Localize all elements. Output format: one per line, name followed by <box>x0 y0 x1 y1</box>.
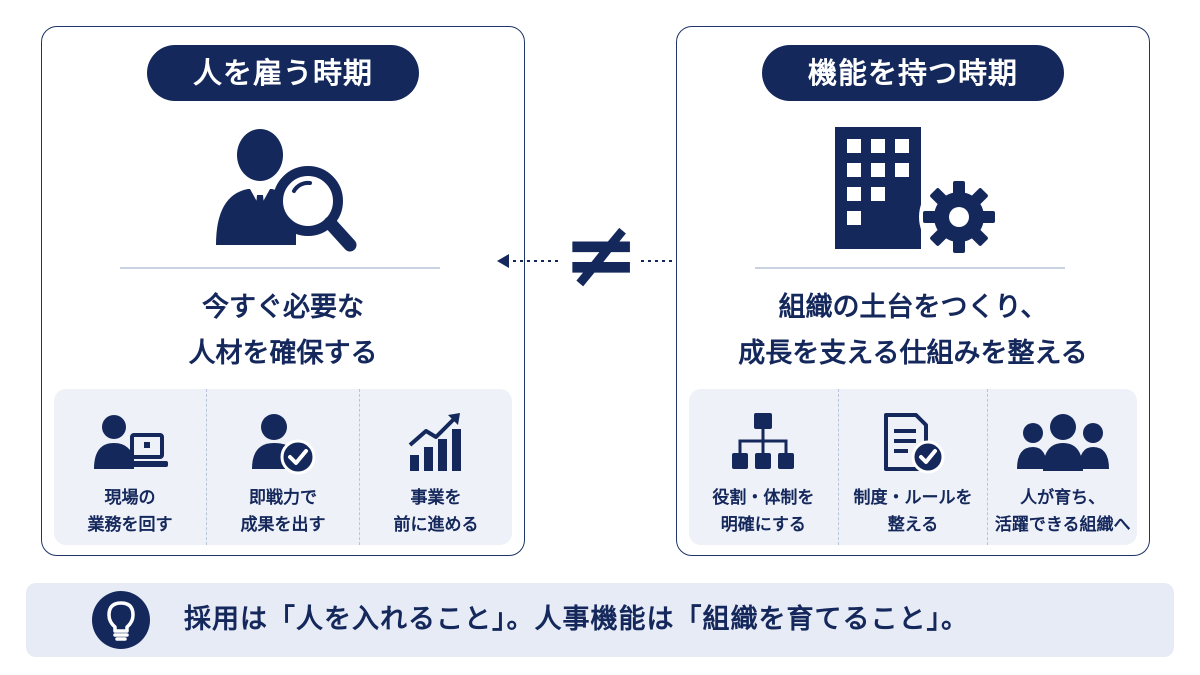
right-subitem-3-line-1: 人が育ち、 <box>1020 488 1106 508</box>
right-subitem-1-label: 役割・体制を 明確にする <box>689 485 838 539</box>
right-subitem-2: 制度・ルールを 整える <box>837 389 988 545</box>
org-chart-icon <box>728 411 798 479</box>
right-subitem-2-line-1: 制度・ルールを <box>853 488 973 508</box>
team-icon <box>1016 411 1109 479</box>
left-subitem-2-line-1: 即戦力で <box>249 488 317 508</box>
growth-chart-icon <box>406 411 466 479</box>
left-divider <box>120 267 440 269</box>
right-subitem-2-label: 制度・ルールを 整える <box>839 485 988 539</box>
worker-laptop-icon <box>92 411 168 479</box>
right-headline: 組織の土台をつくり、 成長を支える仕組みを整える <box>677 285 1149 377</box>
document-check-icon <box>878 411 948 479</box>
right-subitem-1-line-2: 明確にする <box>720 515 806 535</box>
left-panel: 人を雇う時期 今すぐ必要な 人材を確保する <box>41 26 525 556</box>
left-subitem-2: 即戦力で 成果を出す <box>206 389 359 545</box>
person-search-icon <box>198 123 368 257</box>
summary-text: 採用は「人を入れること」。人事機能は「組織を育てること」。 <box>184 604 969 635</box>
summary-banner: 採用は「人を入れること」。人事機能は「組織を育てること」。 <box>26 583 1174 657</box>
person-check-icon <box>248 411 318 479</box>
right-subitem-3: 人が育ち、 活躍できる組織へ <box>987 389 1137 545</box>
right-panel-title: 機能を持つ時期 <box>761 45 1065 101</box>
right-subitem-3-line-2: 活躍できる組織へ <box>994 515 1131 535</box>
right-subitem-3-label: 人が育ち、 活躍できる組織へ <box>988 485 1137 539</box>
left-subitem-3: 事業を 前に進める <box>359 389 512 545</box>
lightbulb-icon <box>92 591 150 649</box>
right-subitem-1: 役割・体制を 明確にする <box>689 389 838 545</box>
left-subitem-1-label: 現場の 業務を回す <box>54 485 206 539</box>
left-subitem-1-line-2: 業務を回す <box>87 515 173 535</box>
left-subitems: 現場の 業務を回す 即戦力で 成果を出す <box>54 389 512 545</box>
left-panel-title: 人を雇う時期 <box>146 45 420 101</box>
left-headline: 今すぐ必要な 人材を確保する <box>42 285 524 377</box>
building-gear-icon <box>823 123 1003 257</box>
right-headline-line-2: 成長を支える仕組みを整える <box>738 338 1088 369</box>
left-subitem-1: 現場の 業務を回す <box>54 389 206 545</box>
right-subitem-2-line-2: 整える <box>887 515 939 535</box>
right-subitems: 役割・体制を 明確にする 制度・ルールを 整える <box>689 389 1137 545</box>
left-headline-line-2: 人材を確保する <box>188 338 378 369</box>
left-subitem-3-label: 事業を 前に進める <box>360 485 512 539</box>
left-subitem-2-label: 即戦力で 成果を出す <box>207 485 359 539</box>
left-subitem-3-line-2: 前に進める <box>393 515 479 535</box>
not-equal-connector: ≠ <box>495 200 707 310</box>
left-subitem-2-line-2: 成果を出す <box>240 515 326 535</box>
left-subitem-3-line-1: 事業を <box>410 488 462 508</box>
left-headline-line-1: 今すぐ必要な <box>202 292 364 323</box>
left-subitem-1-line-1: 現場の <box>104 488 156 508</box>
right-subitem-1-line-1: 役割・体制を <box>712 488 815 508</box>
right-divider <box>755 267 1065 269</box>
not-equal-symbol: ≠ <box>562 201 640 308</box>
right-panel: 機能を持つ時期 <box>676 26 1150 556</box>
right-headline-line-1: 組織の土台をつくり、 <box>778 292 1048 323</box>
